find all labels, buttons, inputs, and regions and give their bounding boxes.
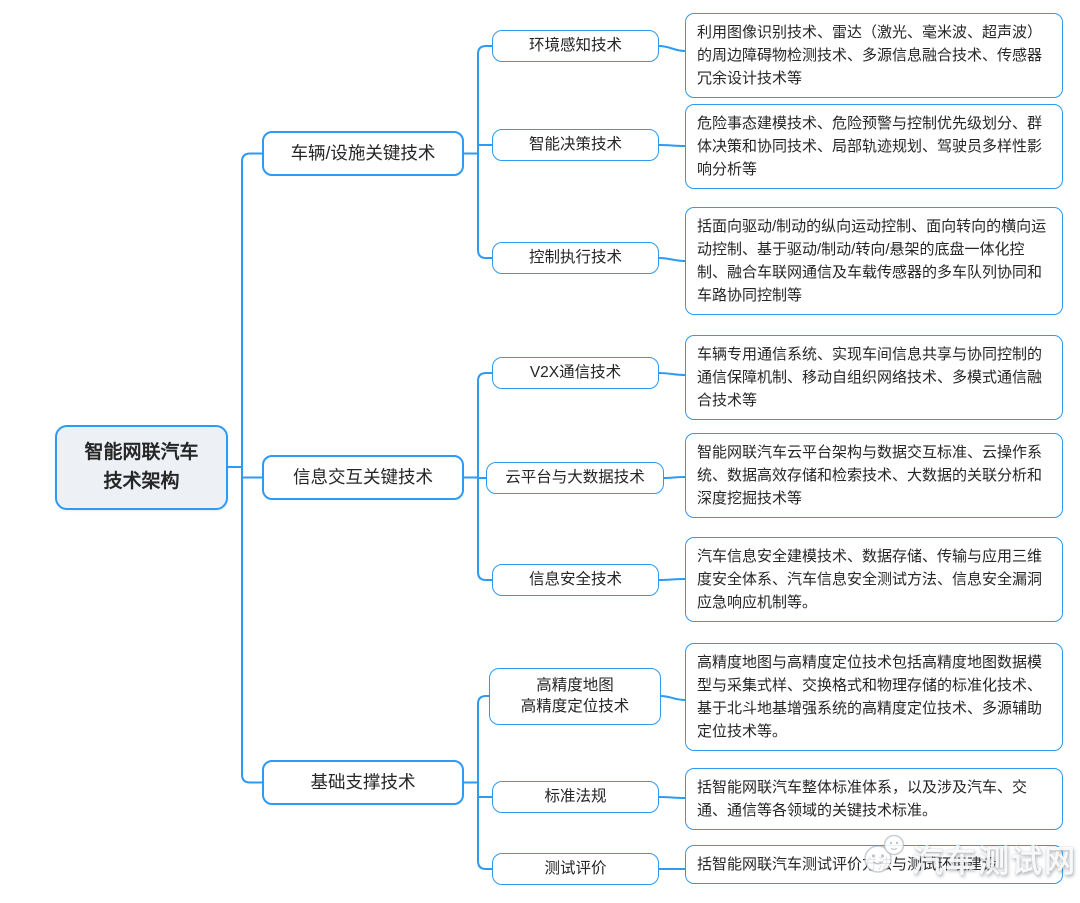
connector-leaf-desc-4 (658, 372, 686, 376)
desc-control-execution: 括面向驱动/制动的纵向运动控制、面向转向的横向运动控制、基于驱动/制动/转向/悬… (685, 207, 1063, 315)
desc-intelligent-decision: 危险事态建模技术、危险预警与控制优先级划分、群体决策和协同技术、局部轨迹规划、驾… (685, 104, 1063, 189)
desc-info-security: 汽车信息安全建模技术、数据存储、传输与应用三维度安全体系、汽车信息安全测试方法、… (685, 537, 1063, 622)
connector-leaf-desc-5 (663, 476, 686, 479)
connector-leaf-desc-3 (658, 257, 686, 262)
connector-leaf-desc-6 (658, 578, 686, 581)
leaf-node-intelligent-decision: 智能决策技术 (492, 129, 659, 161)
branch-node-basic-support: 基础支撑技术 (262, 760, 464, 805)
desc-test-evaluation: 括智能网联汽车测试评价方法与测试环境建设 (685, 845, 1063, 884)
root-node: 智能网联汽车 技术架构 (55, 425, 228, 510)
desc-standards-regulations: 括智能网联汽车整体标准体系，以及涉及汽车、交通、通信等各领域的关键技术标准。 (685, 768, 1063, 830)
branch-node-vehicle-facility: 车辆/设施关键技术 (262, 131, 464, 176)
leaf-node-cloud-bigdata: 云平台与大数据技术 (486, 462, 664, 494)
leaf-node-environment-perception: 环境感知技术 (492, 30, 659, 62)
desc-hd-map-positioning: 高精度地图与高精度定位技术包括高精度地图数据模型与采集式样、交换格式和物理存储的… (685, 643, 1063, 751)
leaf-node-test-evaluation: 测试评价 (492, 853, 659, 885)
desc-v2x-communication: 车辆专用通信系统、实现车间信息共享与协同控制的通信保障机制、移动自组织网络技术、… (685, 335, 1063, 420)
desc-environment-perception: 利用图像识别技术、雷达（激光、毫米波、超声波）的周边障碍物检测技术、多源信息融合… (685, 13, 1063, 98)
leaf-node-control-execution: 控制执行技术 (492, 242, 659, 274)
leaf-node-v2x-communication: V2X通信技术 (492, 357, 659, 389)
connector-leaf-desc-2 (658, 144, 686, 147)
leaf-node-info-security: 信息安全技术 (492, 564, 659, 596)
leaf-node-hd-map-positioning: 高精度地图 高精度定位技术 (489, 668, 661, 725)
connector-leaf-desc-7 (660, 695, 686, 701)
leaf-node-standards-regulations: 标准法规 (492, 781, 659, 813)
desc-cloud-bigdata: 智能网联汽车云平台架构与数据交互标准、云操作系统、数据高效存储和检索技术、大数据… (685, 433, 1063, 518)
connector-branch2-leaves (477, 372, 493, 581)
branch-node-info-interaction: 信息交互关键技术 (262, 455, 464, 500)
connector-trunk-branches (241, 152, 263, 784)
connector-leaf-desc-1 (658, 45, 686, 52)
connector-leaf-desc-8 (658, 796, 686, 799)
connector-branch1-leaves (477, 45, 493, 259)
connector-branch3-leaves (477, 695, 493, 870)
